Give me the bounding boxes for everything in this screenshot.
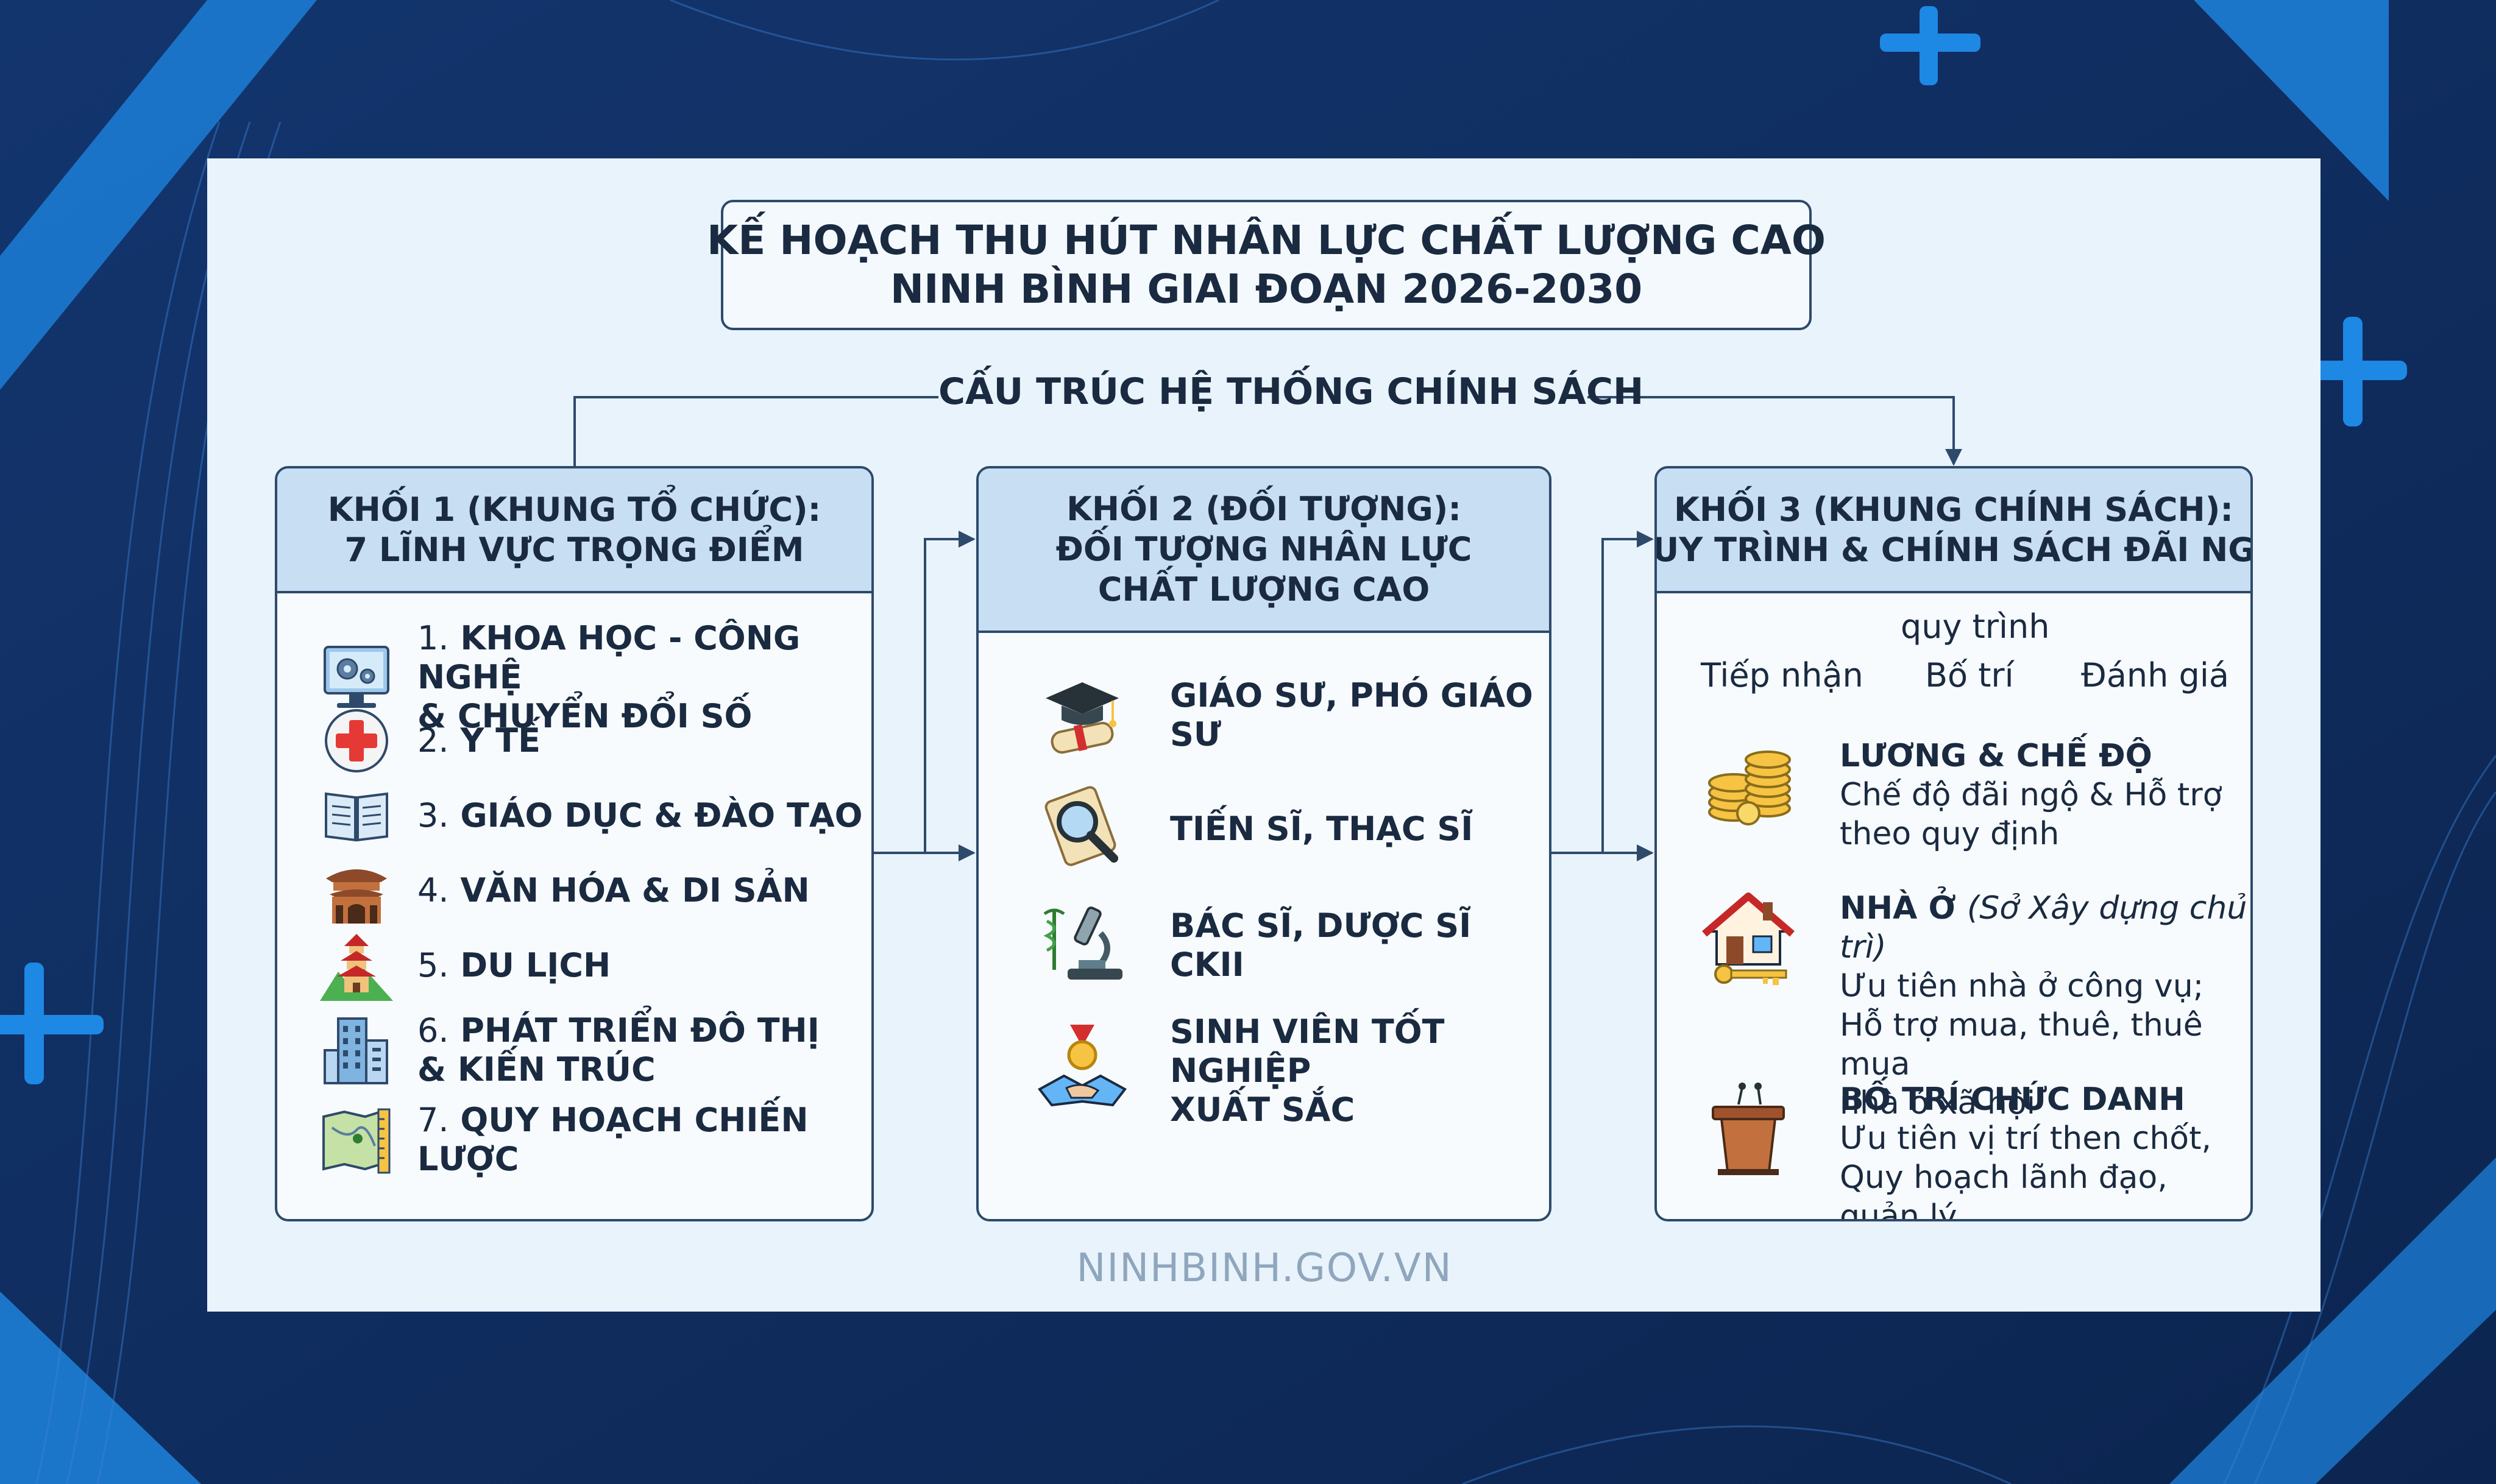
field-5-num: 5. — [417, 946, 449, 984]
block-3-header-line-2: QUY TRÌNH & CHÍNH SÁCH ĐÃI NGỘ — [1654, 530, 2253, 569]
field-item-6: 6. PHÁT TRIỂN ĐÔ THỊ & KIẾN TRÚC — [320, 1011, 820, 1089]
buildings-icon — [324, 1017, 388, 1084]
block-1-header-line-2: 7 LĨNH VỰC TRỌNG ĐIỂM — [344, 530, 804, 569]
field-1-line1: KHOA HỌC - CÔNG NGHỆ — [417, 619, 801, 696]
field-3-num: 3. — [417, 796, 449, 835]
policy-housing-line-3: nhà ở xã hội — [1840, 1085, 2036, 1122]
process-step-3: Đánh giá — [2081, 656, 2229, 694]
process-step-2: Bố trí — [1925, 656, 2014, 694]
field-item-1: 1. KHOA HỌC - CÔNG NGHỆ & CHUYỂN ĐỔI SỐ — [320, 619, 871, 736]
policy-salary-title: LƯƠNG & CHẾ ĐỘ — [1840, 738, 2152, 774]
field-6-line1: PHÁT TRIỂN ĐÔ THỊ — [460, 1011, 820, 1050]
field-5-line1: DU LỊCH — [460, 946, 611, 984]
field-item-3: 3. GIÁO DỤC & ĐÀO TẠO — [320, 779, 863, 852]
coins-icon — [1708, 751, 1791, 825]
field-item-5: 5. DU LỊCH — [320, 929, 611, 1002]
target-item-1: GIÁO SƯ, PHÓ GIÁO SƯ — [1034, 666, 1549, 764]
graduation-cap-icon — [1046, 682, 1119, 754]
temple-gate-icon — [326, 869, 387, 924]
block-1-header-line-1: KHỐI 1 (KHUNG TỔ CHỨC): — [327, 490, 821, 529]
field-item-4: 4. VĂN HÓA & DI SẢN — [320, 854, 810, 927]
block-2-header: KHỐI 2 (ĐỐI TƯỢNG): ĐỐI TƯỢNG NHÂN LỰC C… — [979, 468, 1549, 633]
block-3-header-line-1: KHỐI 3 (KHUNG CHÍNH SÁCH): — [1674, 490, 2233, 529]
policy-position-title: BỐ TRÍ CHỨC DANH — [1840, 1081, 2185, 1118]
policy-position-line-1: Ưu tiên vị trí then chốt, — [1840, 1120, 2212, 1157]
podium-icon — [1712, 1083, 1785, 1175]
field-3-line1: GIÁO DỤC & ĐÀO TẠO — [460, 796, 863, 835]
field-2-num: 2. — [417, 721, 449, 760]
medical-cross-icon — [325, 709, 388, 772]
field-2-line1: Y TẾ — [460, 721, 541, 760]
policy-housing-line-2: Hỗ trợ mua, thuê, thuê mua — [1840, 1007, 2203, 1083]
map-ruler-icon — [322, 1108, 391, 1174]
target-item-3: BÁC SĨ, DƯỢC SĨ CKII — [1034, 897, 1549, 994]
medal-handshake-icon — [1037, 1025, 1127, 1107]
policy-housing-title: NHÀ Ở — [1840, 890, 1956, 927]
field-6-line2: & KIẾN TRÚC — [417, 1050, 656, 1089]
block-2-header-line-3: CHẤT LƯỢNG CAO — [1097, 570, 1430, 609]
field-4-line1: VĂN HÓA & DI SẢN — [460, 871, 810, 910]
computer-gears-icon — [324, 646, 389, 708]
target-4-line1: SINH VIÊN TỐT NGHIỆP — [1170, 1012, 1445, 1090]
target-4-line2: XUẤT SẮC — [1170, 1090, 1355, 1129]
policy-housing-line-1: Ưu tiên nhà ở công vụ; — [1840, 968, 2204, 1005]
title-line-2: NINH BÌNH GIAI ĐOẠN 2026-2030 — [890, 266, 1643, 313]
process-label: quy trình — [1901, 607, 2050, 646]
field-4-num: 4. — [417, 871, 449, 910]
target-2-line1: TIẾN SĨ, THẠC SĨ — [1170, 810, 1473, 848]
policy-item-housing: NHÀ Ở (Sở Xây dựng chủ trì) Ưu tiên nhà … — [1700, 889, 2250, 1123]
block-1-header: KHỐI 1 (KHUNG TỔ CHỨC): 7 LĨNH VỰC TRỌNG… — [277, 468, 871, 593]
target-item-4: SINH VIÊN TỐT NGHIỆP XUẤT SẮC — [1034, 1012, 1549, 1129]
block-2-targets: KHỐI 2 (ĐỐI TƯỢNG): ĐỐI TƯỢNG NHÂN LỰC C… — [976, 466, 1551, 1221]
policy-housing-note: (Sở Xây dựng chủ trì) — [1840, 890, 2247, 966]
field-1-line2: & CHUYỂN ĐỔI SỐ — [417, 697, 753, 735]
field-item-7: 7. QUY HOẠCH CHIẾN LƯỢC — [320, 1101, 871, 1179]
field-1-num: 1. — [417, 619, 449, 657]
open-book-icon — [325, 792, 388, 842]
title-box: KẾ HOẠCH THU HÚT NHÂN LỰC CHẤT LƯỢNG CAO… — [707, 200, 1826, 330]
field-7-num: 7. — [417, 1101, 449, 1139]
policy-position-line-2: Quy hoạch lãnh đạo, quản lý — [1840, 1159, 2168, 1221]
house-key-icon — [1702, 892, 1795, 985]
target-1-line1: GIÁO SƯ, PHÓ GIÁO SƯ — [1170, 676, 1533, 754]
policy-item-salary: LƯƠNG & CHẾ ĐỘ Chế độ đãi ngộ & Hỗ trợ t… — [1700, 737, 2222, 853]
policy-salary-line-1: Chế độ đãi ngộ & Hỗ trợ — [1840, 777, 2222, 813]
policy-item-position: BỐ TRÍ CHỨC DANH Ưu tiên vị trí then chố… — [1700, 1080, 2250, 1221]
magnifier-scroll-icon — [1044, 786, 1118, 866]
footer-website: NINHBINH.GOV.VN — [1076, 1246, 1453, 1291]
block-1-organization: KHỐI 1 (KHUNG TỔ CHỨC): 7 LĨNH VỰC TRỌNG… — [275, 466, 874, 1221]
block-3-policy: KHỐI 3 (KHUNG CHÍNH SÁCH): QUY TRÌNH & C… — [1654, 466, 2253, 1221]
target-item-2: TIẾN SĨ, THẠC SĨ — [1034, 780, 1473, 878]
microscope-caduceus-icon — [1043, 906, 1122, 980]
process-step-1: Tiếp nhận — [1701, 656, 1863, 694]
policy-salary-line-2: theo quy định — [1840, 816, 2060, 852]
target-3-line1: BÁC SĨ, DƯỢC SĨ CKII — [1170, 906, 1472, 984]
pagoda-mountain-icon — [320, 934, 393, 1001]
block-2-header-line-1: KHỐI 2 (ĐỐI TƯỢNG): — [1066, 490, 1461, 528]
structure-label: CẤU TRÚC HỆ THỐNG CHÍNH SÁCH — [938, 370, 1644, 413]
title-line-1: KẾ HOẠCH THU HÚT NHÂN LỰC CHẤT LƯỢNG CAO — [707, 217, 1826, 264]
field-7-line1: QUY HOẠCH CHIẾN LƯỢC — [417, 1101, 809, 1178]
block-2-header-line-2: ĐỐI TƯỢNG NHÂN LỰC — [1055, 530, 1472, 568]
field-item-2: 2. Y TẾ — [320, 704, 541, 777]
field-6-num: 6. — [417, 1011, 449, 1050]
block-3-header: KHỐI 3 (KHUNG CHÍNH SÁCH): QUY TRÌNH & C… — [1657, 468, 2250, 593]
